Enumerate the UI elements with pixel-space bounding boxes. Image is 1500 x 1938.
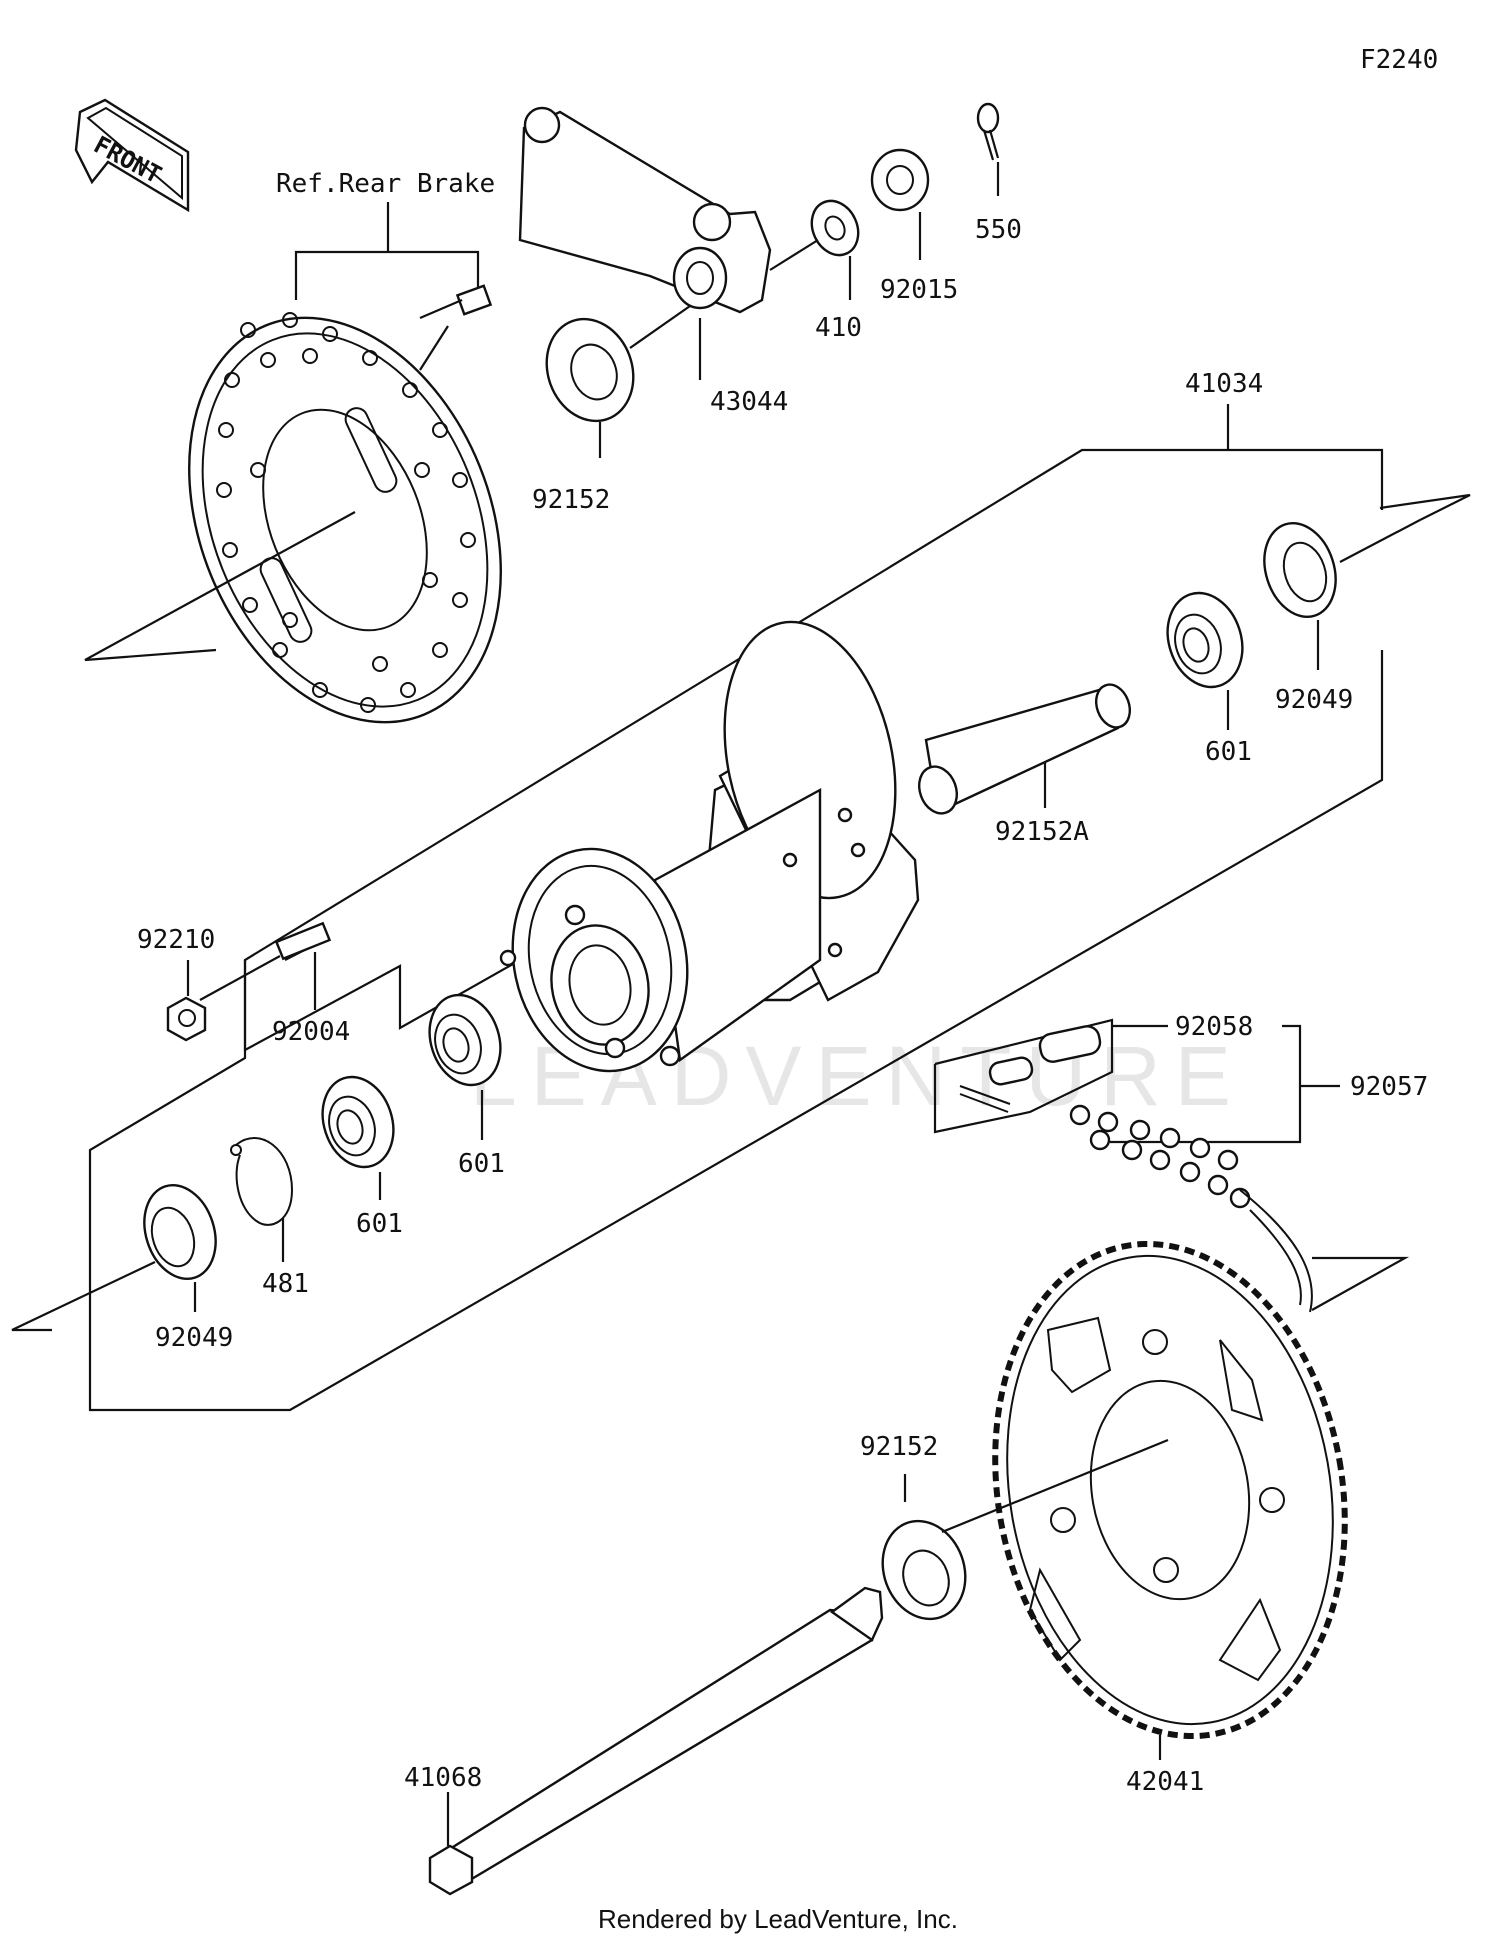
label-43044: 43044 xyxy=(710,387,788,417)
cotter-pin-icon xyxy=(976,102,1000,161)
hub-assembly-bracket xyxy=(88,448,1384,1412)
footer-credit: Rendered by LeadVenture, Inc. xyxy=(598,1904,958,1934)
master-link-icon xyxy=(933,1018,1114,1134)
label-92049-left: 92049 xyxy=(155,1323,233,1353)
brake-disc-icon xyxy=(188,312,502,724)
label-92015: 92015 xyxy=(880,275,958,305)
stud-icon xyxy=(274,921,332,961)
diagram-code: F2240 xyxy=(1360,45,1438,75)
label-601-right: 601 xyxy=(1205,737,1252,767)
label-92210: 92210 xyxy=(137,925,215,955)
ref-rear-brake-label: Ref.Rear Brake xyxy=(276,169,495,199)
bearing-left-icon xyxy=(321,1075,395,1169)
seal-left-icon xyxy=(143,1183,217,1281)
label-601-left: 601 xyxy=(356,1209,403,1239)
label-410: 410 xyxy=(815,313,862,343)
label-92152-bottom: 92152 xyxy=(860,1432,938,1462)
rear-axle-icon xyxy=(428,1586,884,1896)
disc-axis-line xyxy=(84,511,356,662)
spacer-tube-icon xyxy=(917,683,1132,815)
ref-bracket xyxy=(294,202,480,300)
rear-sprocket-icon xyxy=(992,1240,1348,1740)
label-92152A: 92152A xyxy=(995,817,1089,847)
disc-bolt-icon xyxy=(419,284,493,371)
snap-ring-icon xyxy=(230,1137,294,1226)
label-92057: 92057 xyxy=(1350,1072,1428,1102)
label-550: 550 xyxy=(975,215,1022,245)
seal-right-icon xyxy=(1263,521,1337,619)
collar-top-icon xyxy=(545,317,635,423)
wheel-hub-icon xyxy=(499,620,920,1073)
label-92152-top: 92152 xyxy=(532,485,610,515)
caliper-bracket-icon xyxy=(518,106,772,314)
collar-bottom-icon xyxy=(881,1519,967,1621)
bearing-mid-icon xyxy=(428,993,502,1087)
label-92049-right: 92049 xyxy=(1275,685,1353,715)
label-481: 481 xyxy=(262,1269,309,1299)
label-42041: 42041 xyxy=(1126,1767,1204,1797)
label-41034: 41034 xyxy=(1185,369,1263,399)
hub-nut-icon xyxy=(166,996,207,1042)
bearing-right-icon xyxy=(1166,591,1244,689)
drive-chain-icon xyxy=(1069,1104,1313,1313)
label-92058: 92058 xyxy=(1175,1012,1253,1042)
label-41068: 41068 xyxy=(404,1763,482,1793)
label-92004: 92004 xyxy=(272,1017,350,1047)
axle-nut-icon xyxy=(870,148,930,212)
washer-410-icon xyxy=(810,199,860,257)
front-arrow-icon: FRONT xyxy=(74,98,190,213)
label-601-mid: 601 xyxy=(458,1149,505,1179)
